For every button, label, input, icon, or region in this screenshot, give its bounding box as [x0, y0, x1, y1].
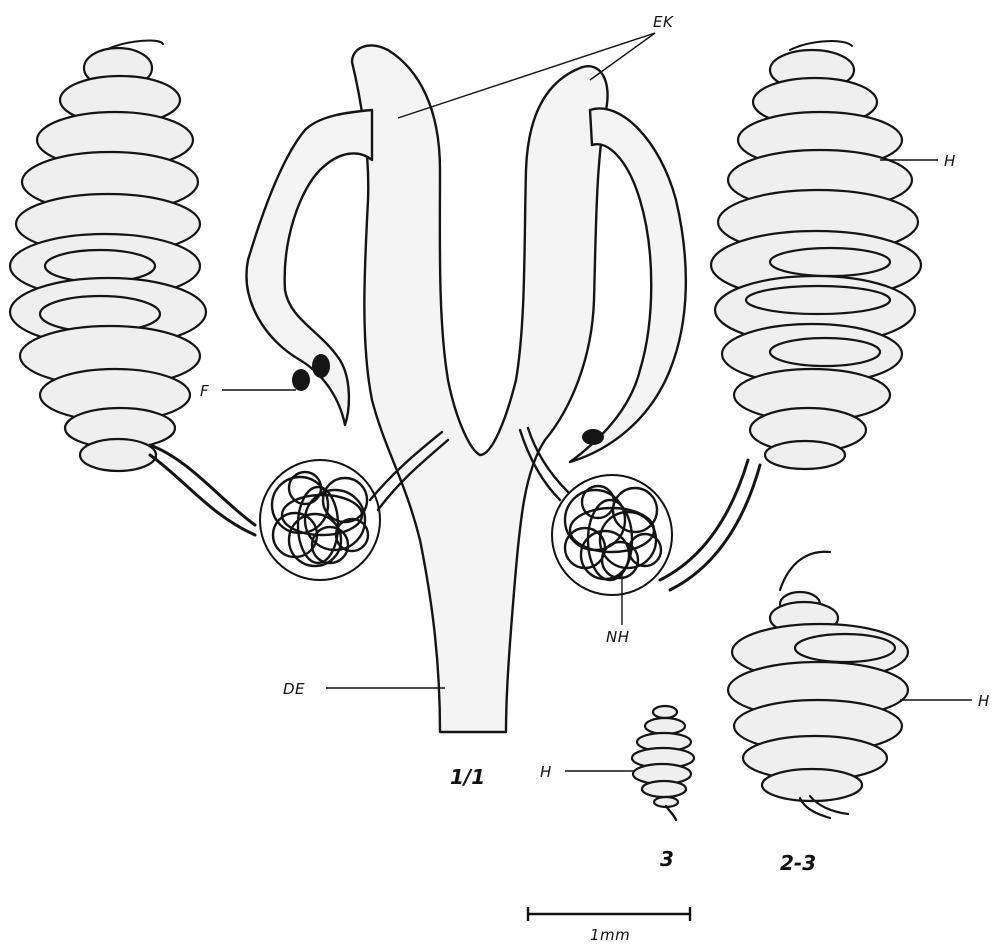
right-coil — [711, 41, 921, 469]
label-ek: EK — [653, 13, 674, 31]
label-de: DE — [283, 680, 305, 698]
left-coil — [10, 41, 255, 535]
right-pigment-spot — [582, 429, 604, 445]
label-figure-3: 3 — [660, 847, 674, 871]
medium-coil — [728, 552, 908, 818]
label-figure-2-3: 2-3 — [780, 851, 816, 875]
left-pigment-spot-2 — [312, 354, 330, 378]
label-h-right-coil: H — [944, 152, 956, 170]
right-nerve-tangle — [520, 428, 760, 595]
label-h-small-coil: H — [540, 763, 552, 781]
label-f: F — [200, 382, 209, 400]
scale-bar — [528, 907, 690, 921]
label-h-medium-coil: H — [978, 692, 990, 710]
label-figure-1-1: 1/1 — [450, 765, 485, 789]
label-nh: NH — [606, 628, 630, 646]
scale-bar-label: 1mm — [590, 926, 630, 944]
left-pigment-spot — [292, 369, 310, 391]
small-coil — [632, 706, 694, 820]
